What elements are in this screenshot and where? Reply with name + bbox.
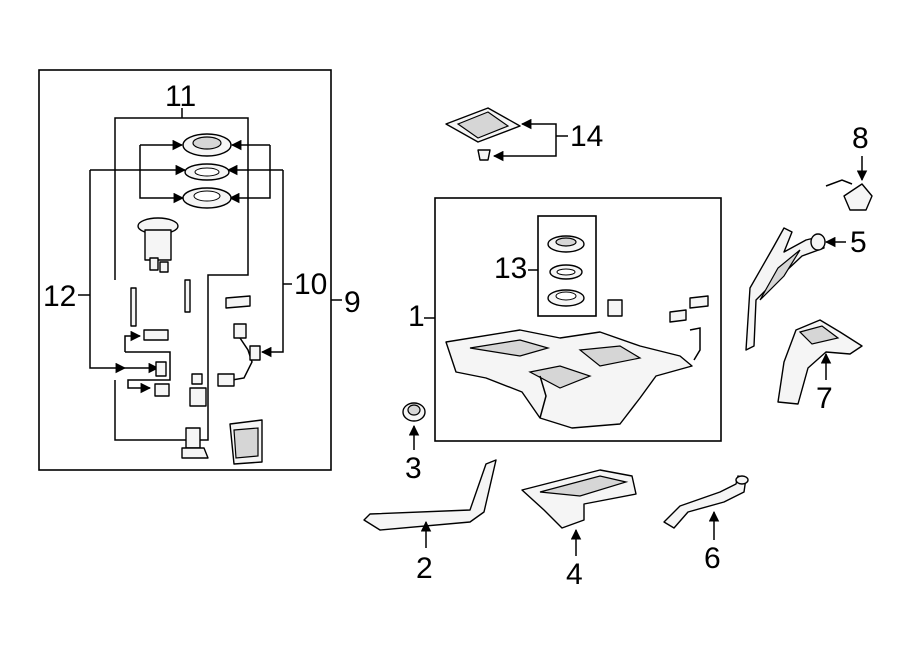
pressure-regulator-icon [181, 427, 209, 459]
callout-6: 6 [704, 542, 721, 575]
callout-7: 7 [816, 382, 833, 415]
bracket-12 [89, 170, 127, 374]
filler-hose-icon [663, 475, 749, 529]
clip-icon [669, 309, 687, 323]
fuel-pump-module-icon [137, 217, 179, 273]
callout-13: 13 [494, 252, 527, 285]
callout-14: 14 [570, 120, 603, 153]
grommet-icon [477, 149, 491, 161]
callout-2: 2 [416, 552, 433, 585]
bracket-11 [114, 117, 249, 441]
pump-module-group [38, 69, 342, 471]
bracket-10 [260, 170, 284, 358]
access-cover-group [445, 107, 568, 162]
clip-icon [689, 295, 709, 309]
callout-4: 4 [566, 558, 583, 591]
callout-5: 5 [850, 226, 867, 259]
filler-shield-icon [777, 319, 863, 405]
cap-icon [191, 373, 203, 385]
filler-pipe-icon [745, 227, 826, 351]
fuel-tank-group [424, 197, 722, 442]
guide-rod-icon [130, 287, 137, 327]
strainer-icon [229, 419, 263, 465]
guide-rod-icon [184, 279, 191, 313]
tank-grommet-icon [402, 402, 426, 422]
callout-10: 10 [294, 268, 327, 301]
tank-strap-icon [363, 459, 497, 531]
callout-12: 12 [43, 280, 76, 313]
valve-icon [155, 361, 167, 377]
fuel-cap-icon [825, 179, 873, 211]
fitting-icon [154, 383, 170, 397]
retainer-icon [225, 295, 251, 309]
callout-1: 1 [408, 300, 425, 333]
callout-3: 3 [405, 452, 422, 485]
vent-valve-icon [607, 299, 623, 317]
pump-module-frame [38, 69, 332, 471]
clip-icon [143, 329, 169, 341]
fuel-level-sender-icon [217, 323, 261, 387]
heat-shield-icon [521, 469, 637, 529]
callout-11: 11 [165, 80, 196, 113]
callout-9: 9 [344, 286, 361, 319]
filter-icon [189, 387, 207, 407]
callout-8: 8 [852, 122, 869, 155]
